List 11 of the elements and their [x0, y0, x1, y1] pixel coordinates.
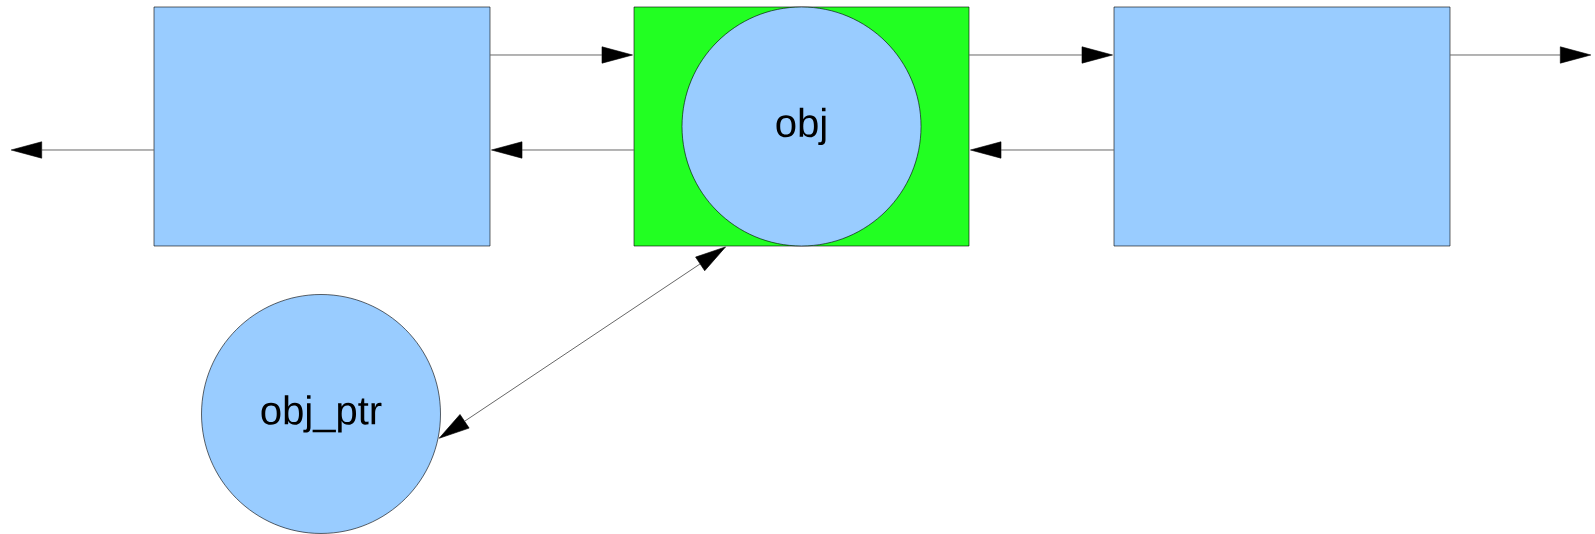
box [1113, 6, 1451, 247]
arrow [969, 46, 1113, 64]
arrow [490, 46, 633, 64]
circle-node: obj_ptr [201, 294, 441, 534]
box [153, 6, 491, 247]
arrow [10, 141, 154, 159]
arrow [1450, 46, 1592, 64]
circle-node: obj [681, 6, 922, 247]
arrow [970, 141, 1114, 159]
arrow [491, 141, 634, 159]
arrow [438, 246, 726, 439]
